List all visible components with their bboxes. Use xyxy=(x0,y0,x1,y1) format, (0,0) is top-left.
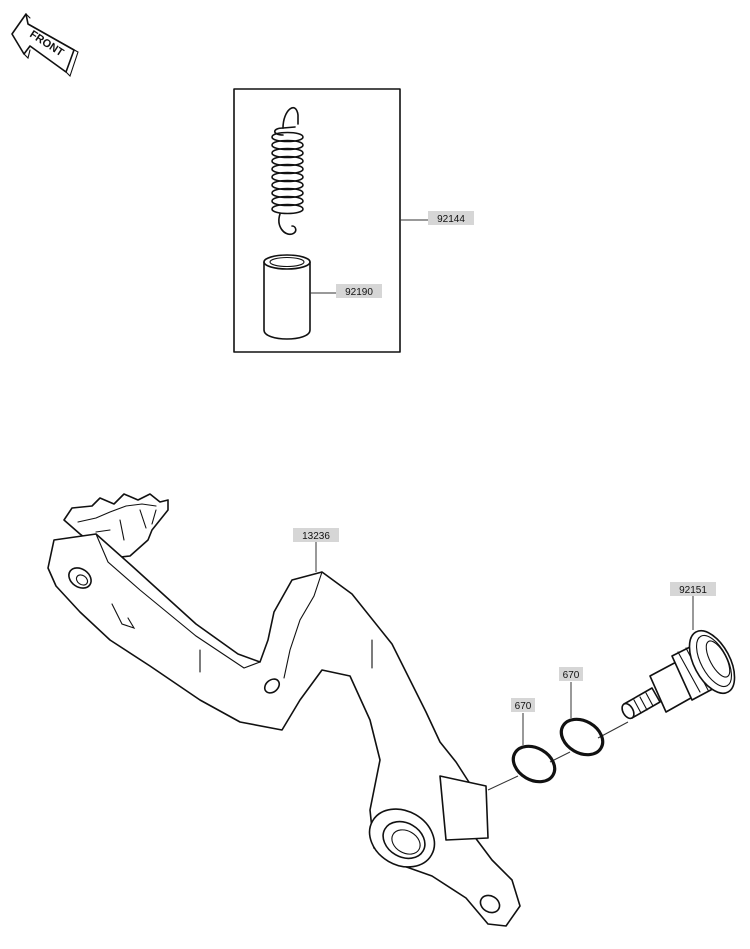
callout-92151: 92151 xyxy=(670,582,716,630)
pivot-bolt xyxy=(621,630,736,720)
callout-92144: 92144 xyxy=(400,211,474,225)
callout-670-a: 670 xyxy=(511,698,535,745)
o-ring-2 xyxy=(559,717,605,757)
callout-670-b-label: 670 xyxy=(563,670,580,681)
callout-92190-label: 92190 xyxy=(345,287,373,298)
o-ring-1 xyxy=(511,744,557,784)
front-arrow-icon: FRONT xyxy=(11,13,79,78)
return-spring xyxy=(271,106,304,236)
callout-13236: 13236 xyxy=(293,528,339,572)
callout-92151-label: 92151 xyxy=(679,585,707,596)
pivot-centerline xyxy=(487,721,629,791)
callout-670-b: 670 xyxy=(559,667,583,718)
collar-sleeve xyxy=(263,254,311,340)
spring-kit-box xyxy=(233,88,401,353)
callout-92144-label: 92144 xyxy=(437,214,465,225)
callout-13236-label: 13236 xyxy=(302,531,330,542)
callout-92190: 92190 xyxy=(310,284,382,298)
brake-pedal xyxy=(47,493,521,927)
callout-670-a-label: 670 xyxy=(515,701,532,712)
